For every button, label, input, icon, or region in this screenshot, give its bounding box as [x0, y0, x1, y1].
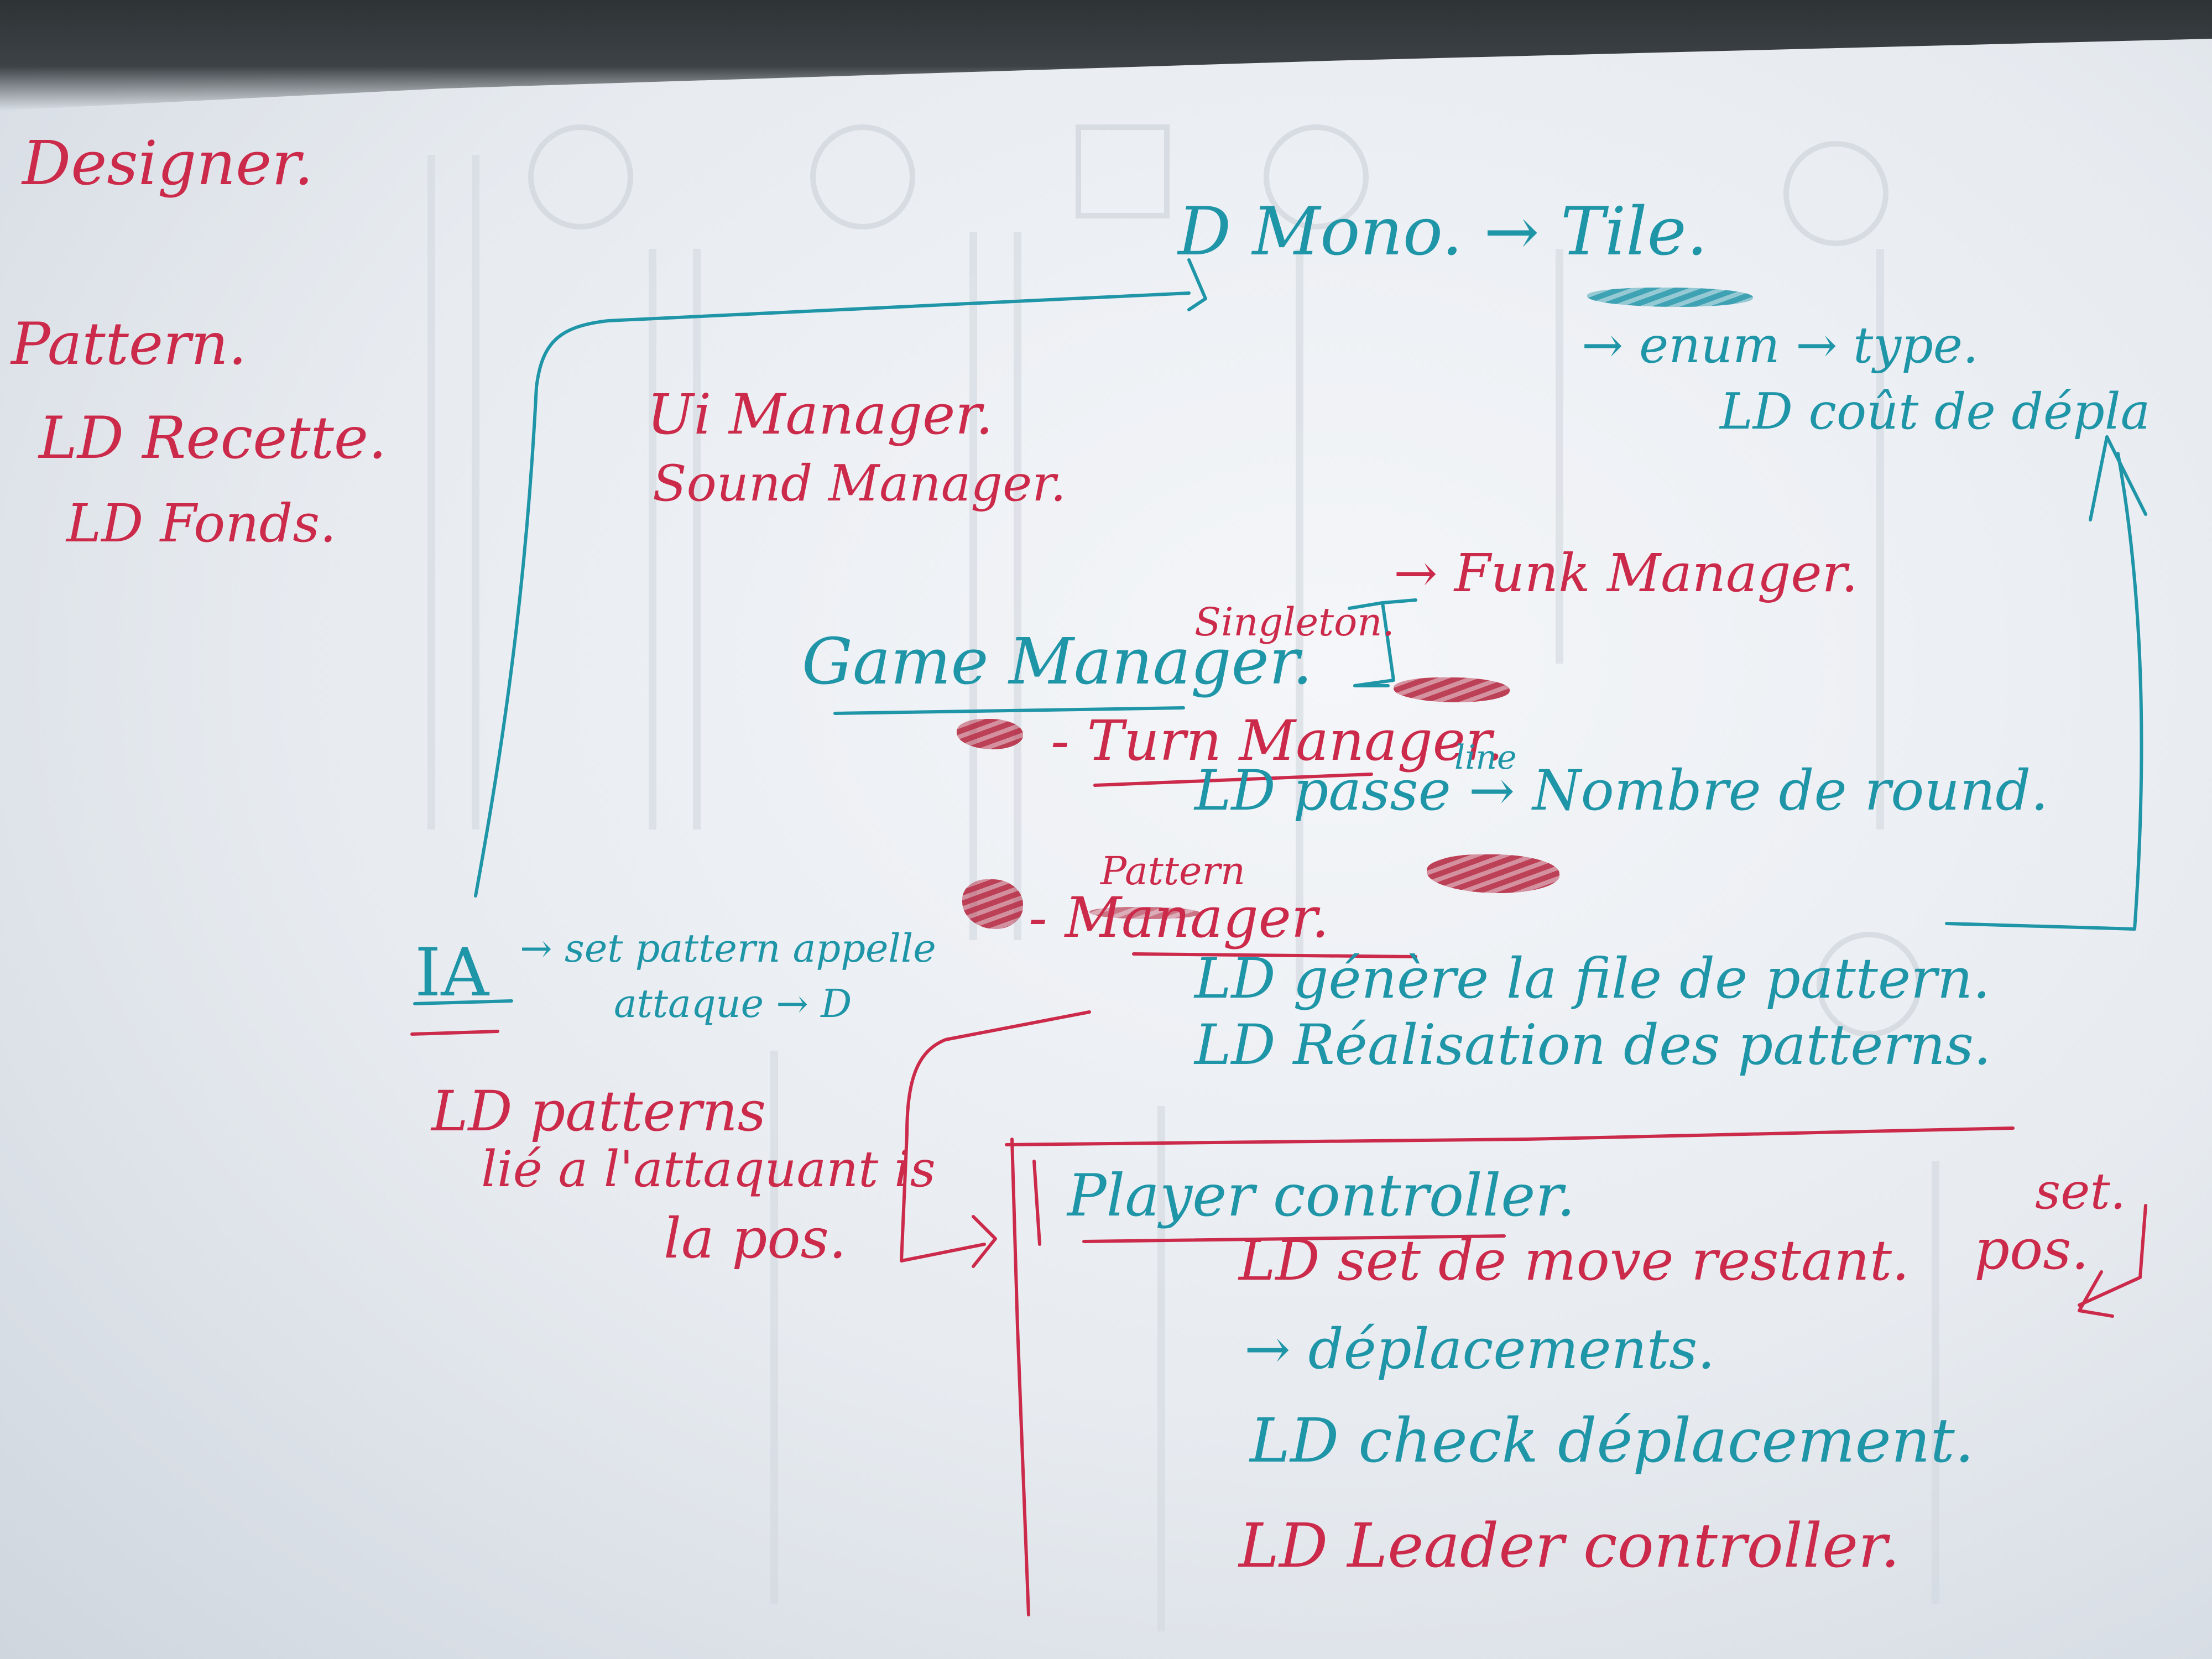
struck-out-hover	[1089, 907, 1200, 919]
note-la-pos: la pos.	[664, 1206, 847, 1271]
note-turn-manager: - Turn Manager.	[1051, 708, 1504, 773]
loop-arrow-right	[1945, 452, 2143, 931]
note-mono-tile: D Mono. → Tile.	[1178, 194, 1708, 270]
manager-underline	[1132, 952, 1417, 958]
note-deplacements: → déplacements.	[1244, 1317, 1715, 1381]
game-manager-underline	[833, 706, 1185, 715]
note-singleton: Singleton.	[1194, 599, 1395, 645]
arrow-to-player-controller	[900, 1010, 1091, 1262]
note-cout-depla: LD coût de dépla	[1720, 383, 2151, 441]
player-controller-underline	[1082, 1234, 1506, 1243]
note-line: line	[1454, 738, 1517, 777]
arrow-head-player	[972, 1215, 997, 1268]
ia-red-underline	[410, 1030, 499, 1036]
note-set-right: set.	[2035, 1162, 2126, 1220]
turn-manager-underline	[1093, 773, 1373, 787]
note-fonds: LD Fonds.	[66, 493, 337, 554]
player-box-inner-left	[1032, 1160, 1041, 1246]
note-genere: LD génère la file de pattern.	[1194, 946, 1991, 1011]
note-patterns-lie: LD patterns	[431, 1079, 766, 1144]
struck-out-near-funk	[1394, 677, 1510, 702]
arrow-head-pos	[2078, 1270, 2114, 1318]
arrow-pos-to-loop	[2078, 1204, 2147, 1307]
note-realisation: LD Réalisation des patterns.	[1194, 1013, 1991, 1077]
note-game-manager: Game Manager.	[802, 625, 1313, 699]
arrow-head-cost	[2089, 435, 2147, 521]
arrow-head-tile	[1187, 258, 1207, 311]
note-lie-attaquant: lié a l'attaquant is	[481, 1140, 936, 1198]
note-funk-manager: → Funk Manager.	[1394, 543, 1858, 604]
struck-out-turn-prefix	[957, 719, 1023, 749]
loop-arrow-ia-to-tile	[474, 291, 1191, 898]
struck-out-teal-top	[1587, 288, 1753, 307]
note-attaque: attaque → D	[614, 981, 852, 1026]
note-pattern: Pattern.	[11, 310, 247, 378]
note-ui-manager: Ui Manager.	[647, 382, 993, 447]
note-ia: IA	[415, 935, 489, 1011]
note-enum-type: → enum → type.	[1582, 316, 1979, 374]
note-pattern-small: Pattern	[1100, 848, 1245, 894]
player-box-left	[1010, 1138, 1030, 1616]
note-sound-manager: Sound Manager.	[653, 455, 1067, 513]
singleton-bracket	[1348, 601, 1395, 687]
note-designer: Designer.	[22, 128, 314, 199]
player-box-top	[1005, 1126, 2015, 1146]
note-pos-right: pos.	[1974, 1217, 2089, 1282]
note-manager: - Manager.	[1029, 885, 1329, 950]
note-recette: LD Recette.	[39, 404, 387, 472]
note-leader-controller: LD Leader controller.	[1239, 1510, 1900, 1581]
note-check-deplacement: LD check déplacement.	[1250, 1405, 1974, 1476]
note-set-move: LD set de move restant.	[1239, 1228, 1910, 1293]
struck-out-manager-prefix	[962, 879, 1023, 929]
note-set-pattern: → set pattern appelle	[520, 926, 936, 971]
note-passe-nombre: LD passe → Nombre de round.	[1194, 758, 2049, 823]
struck-out-near-manager	[1427, 854, 1559, 893]
bracket-to-funk	[1381, 598, 1417, 604]
ia-underline	[413, 999, 513, 1005]
note-player-controller: Player controller.	[1067, 1162, 1575, 1229]
